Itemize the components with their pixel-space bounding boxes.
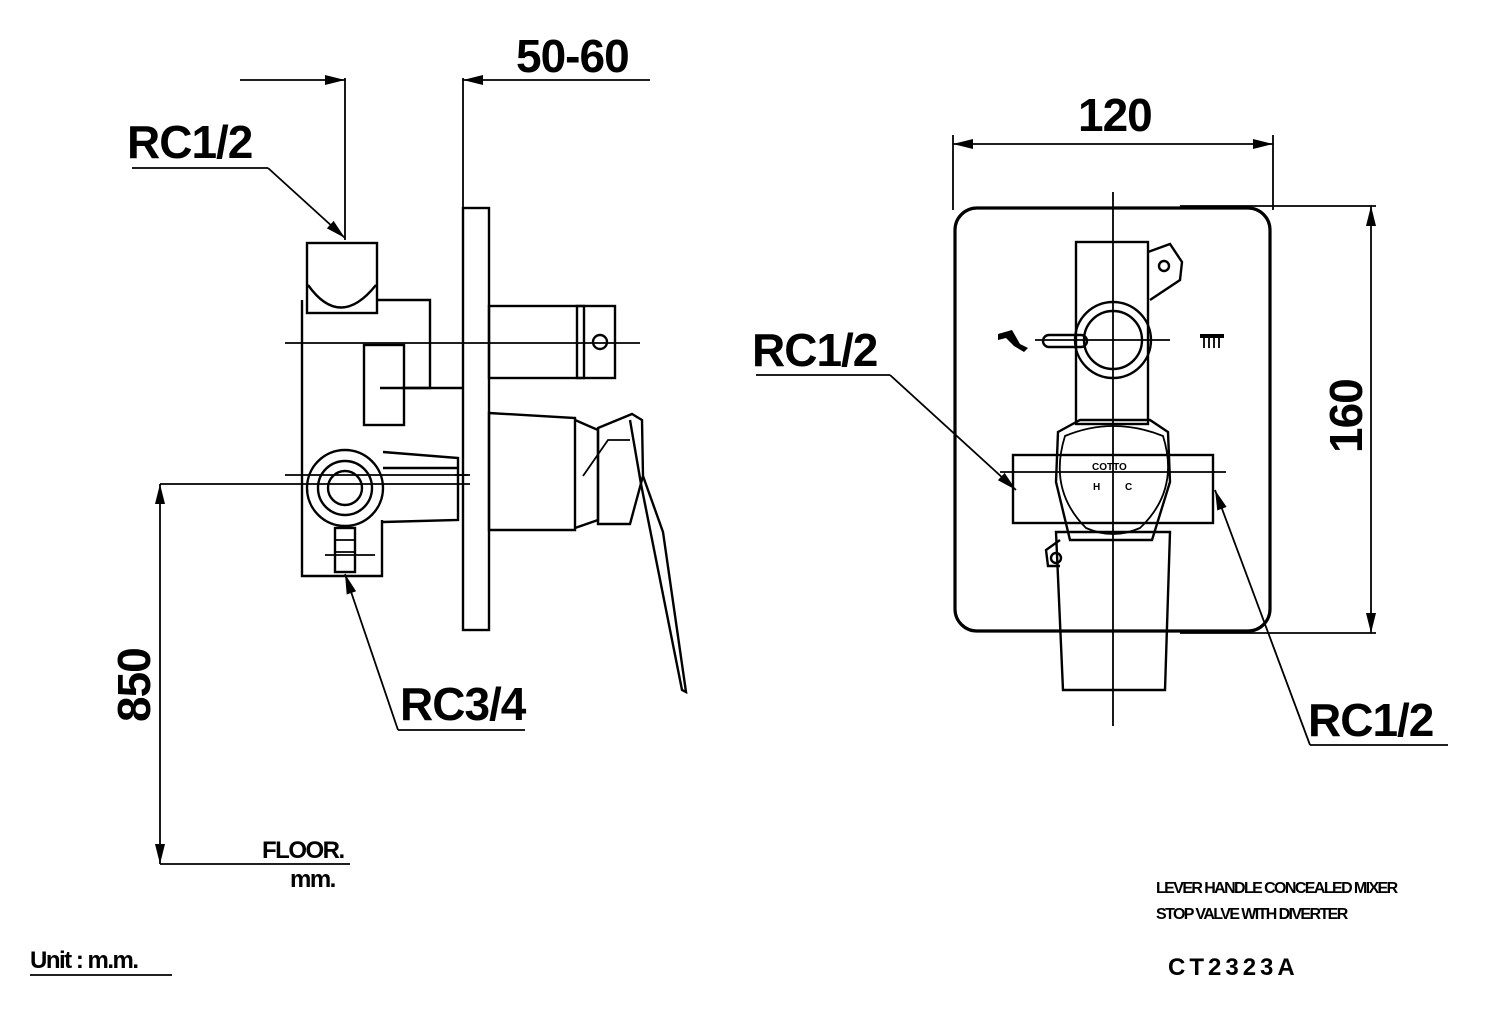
brand-mark: COTTO bbox=[1092, 462, 1127, 473]
depth-dimension: 50-60 bbox=[240, 30, 650, 240]
front-right-inlet-label: RC1/2 bbox=[1308, 694, 1433, 746]
front-left-inlet-callout: RC1/2 bbox=[752, 324, 1017, 491]
inlet-bottom-label: RC3/4 bbox=[400, 678, 527, 730]
lever-handle-side bbox=[455, 411, 688, 695]
bath-spout-icon bbox=[1200, 334, 1224, 348]
inlet-top-label: RC1/2 bbox=[127, 116, 252, 168]
bottom-inlet bbox=[285, 448, 470, 574]
hot-mark: H bbox=[1093, 482, 1100, 493]
shower-icon bbox=[998, 330, 1028, 352]
height-dimension: 160 bbox=[1180, 205, 1376, 634]
front-left-inlet-label: RC1/2 bbox=[752, 324, 877, 376]
inlet-top-callout: RC1/2 bbox=[127, 116, 346, 239]
width-label: 120 bbox=[1078, 89, 1152, 141]
front-right-inlet-callout: RC1/2 bbox=[1214, 489, 1448, 746]
floor-unit-label: mm. bbox=[290, 866, 336, 893]
front-view: 120 160 bbox=[752, 89, 1448, 746]
valve-body bbox=[285, 241, 640, 578]
wall-plate bbox=[461, 206, 491, 632]
unit-label: Unit : m.m. bbox=[30, 947, 138, 974]
depth-dimension-label: 50-60 bbox=[516, 30, 629, 82]
model-number: CT2323A bbox=[1168, 954, 1299, 981]
title-block: LEVER HANDLE CONCEALED MIXER STOP VALVE … bbox=[1156, 880, 1400, 981]
floor-height-dimension: 850 FLOOR. mm. bbox=[108, 483, 470, 893]
inlet-bottom-callout: RC3/4 bbox=[344, 573, 528, 731]
diverter bbox=[998, 192, 1224, 726]
floor-label: FLOOR. bbox=[262, 837, 344, 864]
cold-mark: C bbox=[1125, 482, 1132, 493]
width-dimension: 120 bbox=[952, 89, 1274, 210]
side-view: 50-60 RC1/2 bbox=[108, 30, 688, 893]
floor-height-label: 850 bbox=[108, 648, 160, 722]
height-label: 160 bbox=[1320, 379, 1372, 453]
unit-note: Unit : m.m. bbox=[30, 947, 172, 976]
description-line-2: STOP VALVE WITH DIVERTER bbox=[1156, 906, 1349, 923]
description-line-1: LEVER HANDLE CONCEALED MIXER bbox=[1156, 880, 1399, 897]
